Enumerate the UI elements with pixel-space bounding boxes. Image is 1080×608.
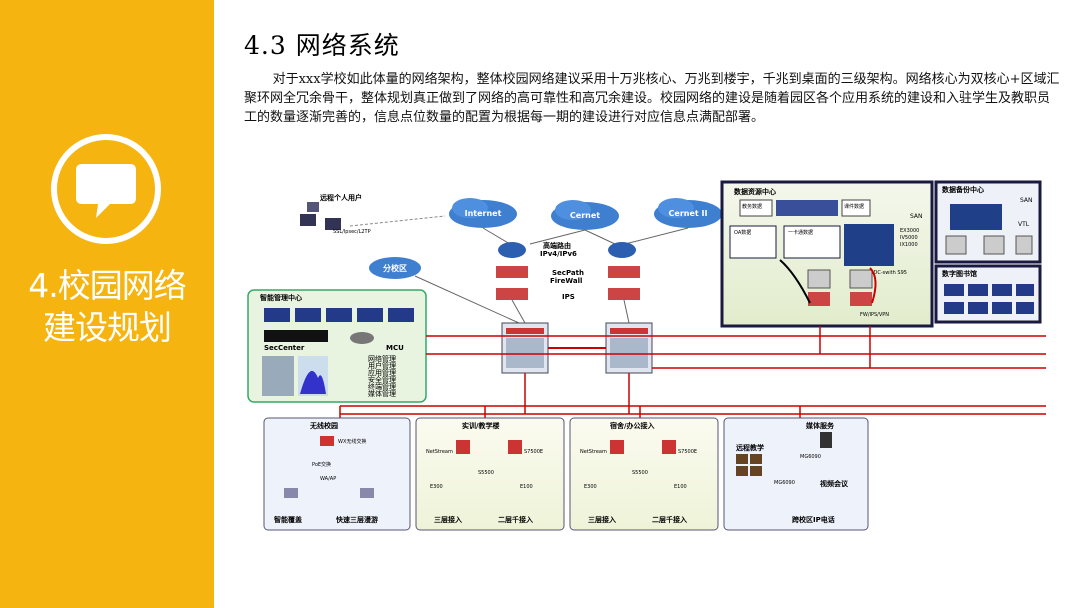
router-label-line: 高端路由 (543, 241, 571, 250)
section-title: 4.校园网络 建设规划 (28, 266, 187, 347)
ssl-label: SSL/Ipsec/L2TP (333, 229, 371, 235)
zone-wireless: 无线校园 WX无线交换 PoE交换 WA/AP 智能覆盖 快速三层漫游 (263, 417, 411, 531)
zone-media: 媒体服务 远程教学 MG6090 MG6090 视频会议 跨校区IP电话 (723, 417, 869, 531)
firewall-label: SecPath FireWall (550, 269, 586, 285)
fw-vpn-label: FW/IPS/VPN (860, 312, 889, 318)
zone-item: 三层接入 (588, 515, 616, 524)
zone-title: 媒体服务 (805, 421, 835, 430)
cloud-internet: Internet (449, 198, 517, 228)
remote-user-label: 远程个人用户 (320, 193, 362, 202)
branch-campus-label: 分校区 (383, 263, 407, 273)
router-label: 高端路由 IPv4/IPv6 (540, 241, 577, 258)
datacenter-title: 数据资源中心 (734, 187, 776, 196)
dc-label: 教务数据 (742, 203, 762, 210)
mgmt-item: 应用管理 (368, 368, 396, 377)
zone-item: S5500 (478, 470, 494, 476)
zone-item: MG6090 (774, 480, 795, 486)
firewall-label-line: FireWall (550, 277, 582, 285)
mgmt-item: 媒体管理 (368, 389, 396, 398)
zone-item: E300 (430, 484, 443, 490)
core-switches (501, 299, 653, 374)
zone-item: 快速三层漫游 (336, 515, 378, 524)
management-center: 智能管理中心 SecCenter MCU 网络管理 用户管理 应用管理 安全管理… (247, 289, 427, 403)
zone-item: NetStream (580, 449, 607, 455)
cloud-label: Cernet II (669, 209, 708, 218)
cloud-label: Cernet (570, 211, 600, 220)
library-title: 数字图书馆 (942, 269, 977, 278)
branch-campus: 分校区 (369, 257, 531, 329)
idc-label: IDC-swith S95 (872, 270, 907, 276)
zone-item: S7500E (678, 449, 697, 455)
dc-san-label: SAN (910, 213, 923, 220)
zone-item: PoE交换 (312, 461, 331, 468)
zone-item: 三层接入 (434, 515, 462, 524)
zone-item: WX无线交换 (338, 438, 366, 445)
cloud-cernet2: Cernet II (654, 198, 722, 228)
backup-title: 数据备份中心 (942, 185, 984, 194)
dc-label: 一卡通数据 (788, 229, 813, 236)
digital-library: 数字图书馆 (934, 264, 1042, 324)
zone-item: 二层千接入 (652, 515, 687, 524)
router-label-line: IPv4/IPv6 (540, 250, 577, 258)
zone-item: MG6090 (800, 454, 821, 460)
cloud-cernet: Cernet (551, 200, 619, 230)
zone-teaching: 实训/教学楼 NetStream S7500E S5500 E300 E100 … (415, 417, 565, 531)
mgmt-item: 终端管理 (368, 382, 396, 391)
chat-bubble-icon (51, 134, 161, 244)
data-backup-center: 数据备份中心 SAN VTL (934, 180, 1042, 264)
zone-item: 远程教学 (736, 443, 764, 452)
network-topology-diagram: 远程个人用户 SSL/Ipsec/L2TP Internet Cernet Ce… (247, 180, 1046, 531)
zone-item: 跨校区IP电话 (792, 515, 835, 524)
zone-dormitory: 宿舍/办公接入 NetStream S7500E S5500 E300 E100… (569, 417, 719, 531)
core-routers: 高端路由 IPv4/IPv6 SecPath FireWall IPS (496, 241, 640, 301)
zone-title: 实训/教学楼 (462, 421, 500, 430)
remote-user-group: 远程个人用户 SSL/Ipsec/L2TP (300, 193, 446, 235)
sidebar: 4.校园网络 建设规划 (0, 0, 214, 608)
dc-model: IV5000 (900, 235, 918, 241)
backup-vtl-label: VTL (1018, 221, 1030, 228)
zone-item: E300 (584, 484, 597, 490)
backup-san-label: SAN (1020, 197, 1033, 204)
zone-item: 视频会议 (820, 479, 849, 488)
mgmt-center-title: 智能管理中心 (260, 293, 302, 302)
dc-model: EX3000 (900, 228, 919, 234)
dc-label: 课件数据 (844, 203, 864, 210)
secenter-label: SecCenter (264, 344, 305, 352)
zone-item: 二层千接入 (498, 515, 533, 524)
zone-item: S5500 (632, 470, 648, 476)
zone-title: 无线校园 (309, 421, 338, 430)
data-resource-center: 数据资源中心 教务数据 课件数据 SAN OA数据 一卡通数据 EX3000 I… (720, 180, 934, 328)
ips-label: IPS (562, 293, 575, 301)
cloud-label: Internet (465, 209, 502, 218)
zone-item: S7500E (524, 449, 543, 455)
mcu-label: MCU (386, 344, 404, 352)
zone-title: 宿舍/办公接入 (610, 421, 655, 430)
dc-label: OA数据 (734, 229, 751, 236)
zone-item: 智能覆盖 (274, 515, 302, 524)
page-title: 4.3 网络系统 (244, 31, 400, 60)
firewall-label-line: SecPath (552, 269, 584, 277)
zone-item: WA/AP (320, 476, 336, 482)
mgmt-item: 安全管理 (368, 375, 396, 384)
backbone-links (339, 326, 1046, 418)
zone-item: E100 (520, 484, 533, 490)
dc-model: IX1000 (900, 242, 918, 248)
mgmt-item: 网络管理 (368, 354, 396, 363)
body-paragraph: 对于xxx学校如此体量的网络架构，整体校园网络建议采用十万兆核心、万兆到楼宇，千… (244, 72, 1060, 125)
zone-item: E100 (674, 484, 687, 490)
zone-item: NetStream (426, 449, 453, 455)
mgmt-item: 用户管理 (368, 361, 396, 370)
